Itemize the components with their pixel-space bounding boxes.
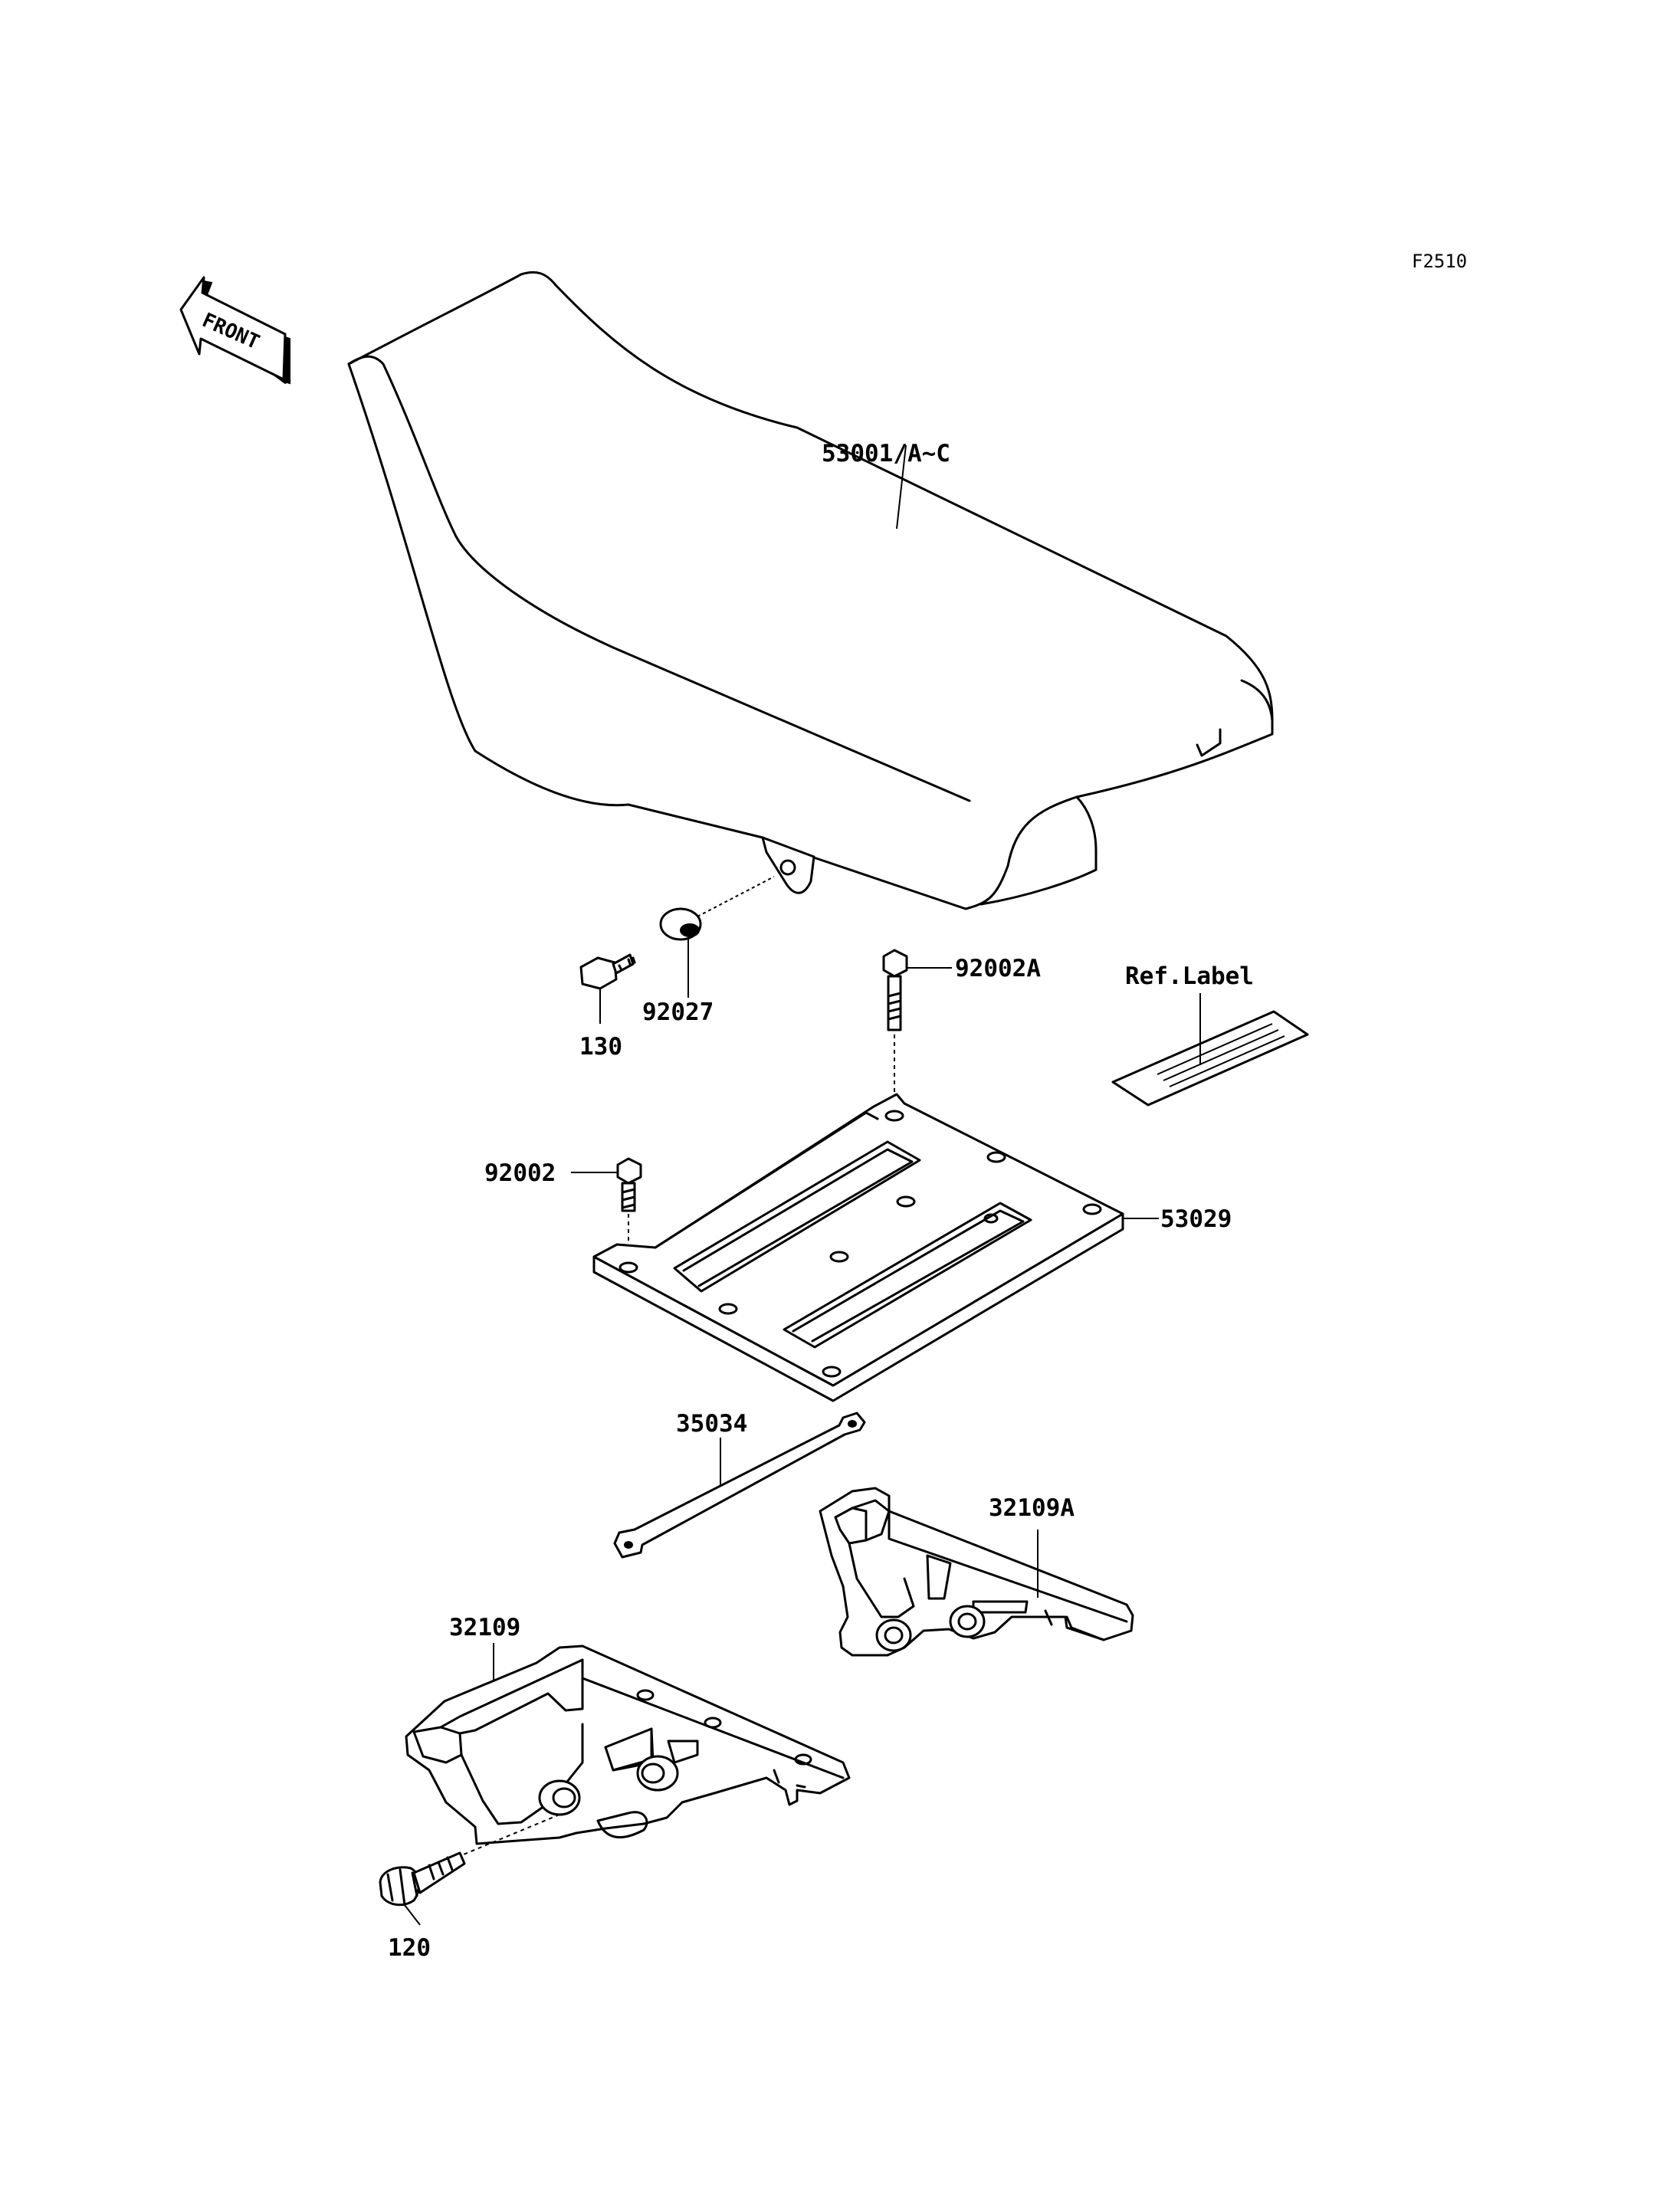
seat-plate-part-number: 53029 (1160, 1205, 1232, 1233)
bracket-32109: 32109 (405, 1614, 851, 1857)
seat-part-number: 53001/A~C (822, 440, 950, 467)
bolt-92002a-part-number: 92002A (955, 955, 1041, 982)
ref-label-text: Ref.Label (1125, 962, 1254, 990)
collar-92027: 92027 (642, 876, 775, 1026)
seat-plate-53029: 53029 (592, 1093, 1232, 1402)
bracket-32109a-part-number: 32109A (989, 1494, 1075, 1522)
strap-part-number: 35034 (676, 1410, 747, 1438)
bolt-92002a-icon: 92002A (882, 949, 1041, 1203)
bolt-120-icon: 120 (379, 1851, 466, 1962)
bolt-130-icon: 130 (579, 953, 636, 1061)
front-arrow-icon: FRONT (179, 276, 291, 385)
bolt-92002-icon: 92002 (484, 1157, 642, 1263)
figure-code: F2510 (1412, 251, 1467, 272)
seat-53001: 53001/A~C (347, 271, 1274, 910)
bracket-32109-part-number: 32109 (449, 1614, 520, 1641)
bolt-130-part-number: 130 (579, 1033, 622, 1061)
collar-part-number: 92027 (642, 998, 714, 1026)
bracket-32109a: 32109A (819, 1487, 1134, 1657)
bolt-120-part-number: 120 (388, 1934, 431, 1962)
ref-label-sticker: Ref.Label (1111, 962, 1309, 1107)
bolt-92002-part-number: 92002 (484, 1159, 556, 1187)
strap-35034: 35034 (613, 1410, 866, 1559)
